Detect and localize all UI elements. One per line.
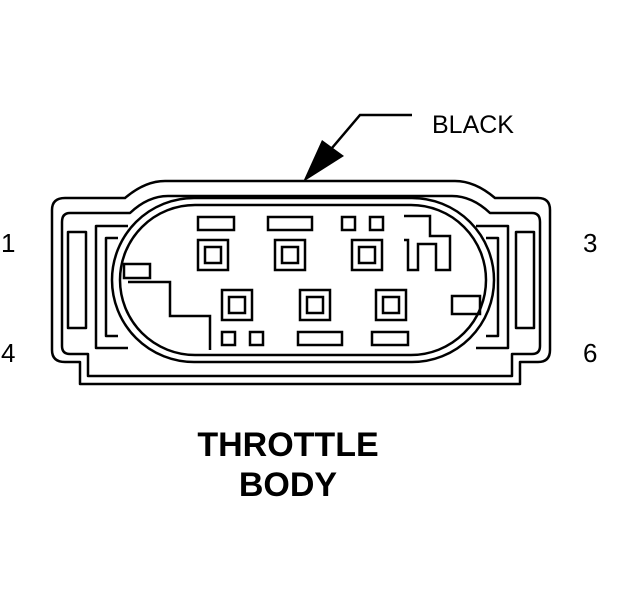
terminal-face	[110, 196, 496, 364]
terminal-cavity-6	[374, 288, 408, 322]
top-slot-3	[340, 215, 357, 232]
housing-inner-outline	[60, 194, 542, 378]
terminal-face-inner	[118, 203, 488, 357]
connector-housing	[50, 179, 552, 386]
right-keying-rib	[404, 214, 452, 272]
terminal-cavity-5	[298, 288, 332, 322]
housing-outer-outline	[50, 179, 552, 386]
terminal-face-outer	[110, 196, 496, 364]
left-latch-tab	[66, 230, 88, 330]
bottom-slot-4	[370, 330, 410, 347]
pin-label-1: 1	[1, 228, 15, 258]
pin-label-3: 3	[583, 228, 597, 258]
terminal-cavity-2	[273, 238, 307, 272]
wire-color-label: BLACK	[432, 111, 514, 139]
terminal-cavity-3	[350, 238, 384, 272]
pin-label-4: 4	[1, 338, 15, 368]
terminal-row-top	[196, 238, 384, 272]
left-small-key	[122, 262, 152, 280]
bottom-slot-3	[296, 330, 344, 347]
left-inner-bracket	[94, 224, 128, 350]
bottom-slot-1	[220, 330, 237, 347]
top-slot-1	[196, 215, 236, 232]
top-slot-4	[368, 215, 385, 232]
terminal-cavity-4	[220, 288, 254, 322]
left-inner-bracket-2	[104, 236, 118, 338]
arrowhead	[303, 140, 344, 182]
bottom-slot-2	[248, 330, 265, 347]
right-inner-bracket-2	[486, 236, 500, 338]
component-name-line2: BODY	[239, 466, 338, 504]
right-small-key	[450, 294, 482, 316]
left-keying-rib	[128, 280, 212, 350]
terminal-row-bottom	[220, 288, 408, 322]
bottom-slots	[220, 330, 410, 347]
top-slot-2	[266, 215, 314, 232]
terminal-cavity-1	[196, 238, 230, 272]
top-slots	[196, 215, 385, 232]
right-latch-tab	[514, 230, 536, 330]
right-inner-bracket	[476, 224, 510, 350]
pin-label-6: 6	[583, 338, 597, 368]
component-name-line1: THROTTLE	[197, 426, 378, 464]
